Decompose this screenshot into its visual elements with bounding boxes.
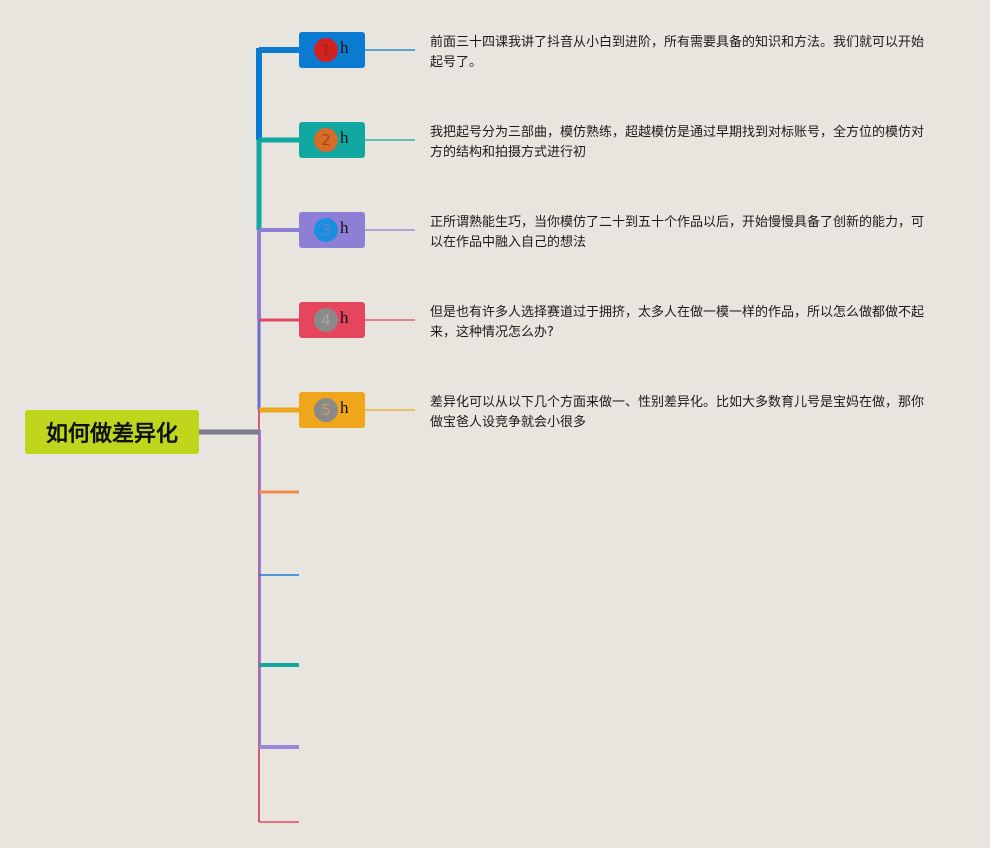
branch-text-1: 前面三十四课我讲了抖音从小白到进阶，所有需要具备的知识和方法。我们就可以开始起号…: [430, 35, 925, 70]
branch-text-4: 但是也有许多人选择赛道过于拥挤，太多人在做一模一样的作品，所以怎么做都做不起来，…: [430, 305, 925, 340]
root-topic[interactable]: 如何做差异化: [25, 410, 199, 454]
branch-text-5: 差异化可以从以下几个方面来做一、性别差异化。比如大多数育儿号是宝妈在做，那你做宝…: [430, 395, 925, 430]
root-topic-label: 如何做差异化: [45, 422, 178, 447]
branch-node-3[interactable]: 3 h: [299, 212, 365, 248]
branch-node-4[interactable]: 4 h: [299, 302, 365, 338]
number-badge: 4: [314, 308, 338, 332]
number-badge: 1: [314, 38, 338, 62]
branch-node-1[interactable]: 1 h: [299, 32, 365, 68]
number-badge: 5: [314, 398, 338, 422]
branch-node-label: h: [340, 128, 349, 147]
branch-node-label: h: [340, 398, 349, 417]
number-badge: 2: [314, 128, 338, 152]
branch-text-3: 正所谓熟能生巧，当你模仿了二十到五十个作品以后，开始慢慢具备了创新的能力，可以在…: [430, 215, 925, 250]
branch-node-2[interactable]: 2 h: [299, 122, 365, 158]
branch-text-2: 我把起号分为三部曲，模仿熟练，超越模仿是通过早期找到对标账号，全方位的模仿对方的…: [430, 125, 925, 160]
branch-node-label: h: [340, 38, 349, 57]
number-badge: 3: [314, 218, 338, 242]
branch-node-label: h: [340, 308, 349, 327]
branch-node-label: h: [340, 218, 349, 237]
branch-node-5[interactable]: 5 h: [299, 392, 365, 428]
